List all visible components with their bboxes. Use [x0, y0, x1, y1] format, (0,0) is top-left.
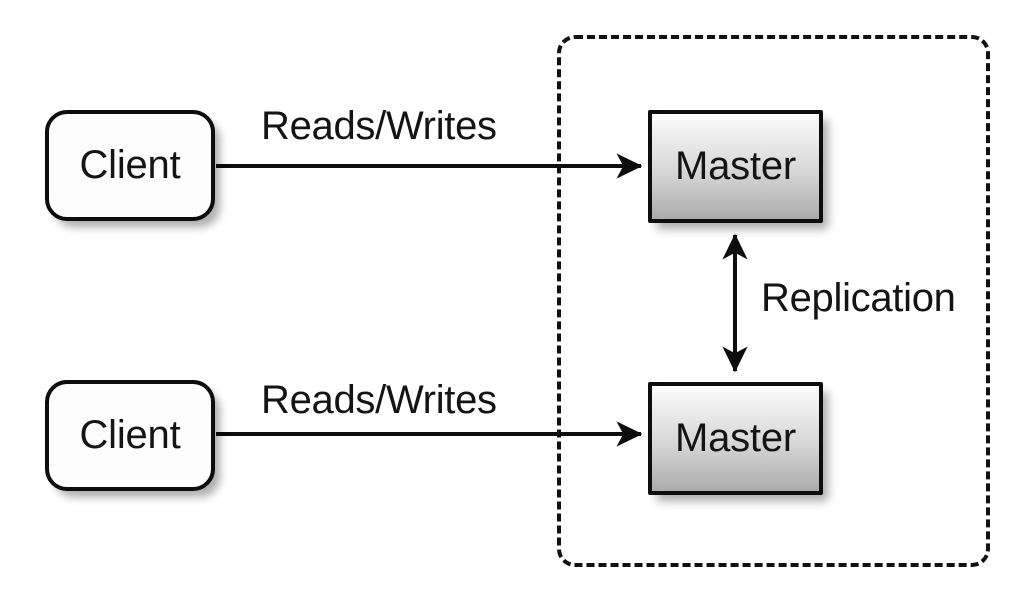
- node-client-2-label: Client: [79, 413, 181, 457]
- node-master-2-label: Master: [674, 416, 797, 460]
- node-client-2[interactable]: Client: [45, 380, 215, 491]
- node-master-1[interactable]: Master: [648, 110, 823, 223]
- edge-label-reads-writes-2: Reads/Writes: [261, 378, 497, 422]
- node-client-1[interactable]: Client: [45, 110, 215, 221]
- node-master-1-label: Master: [674, 144, 797, 188]
- node-client-1-label: Client: [79, 143, 181, 187]
- edge-label-replication: Replication: [761, 276, 956, 320]
- node-master-2[interactable]: Master: [648, 382, 823, 495]
- edge-label-reads-writes-1: Reads/Writes: [261, 104, 497, 148]
